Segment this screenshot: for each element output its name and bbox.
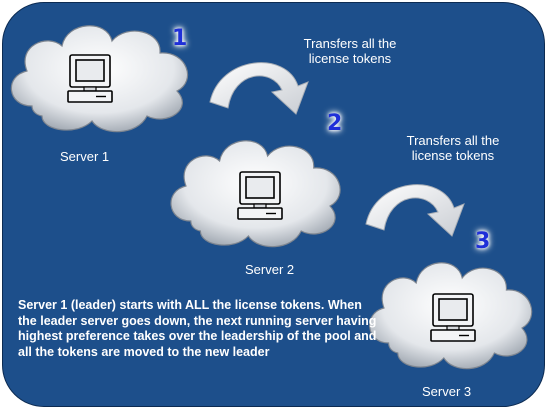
- description-text: Server 1 (leader) starts with ALL the li…: [18, 298, 377, 359]
- step-number-2: 2: [327, 111, 343, 136]
- transfer-arrow-1: [209, 62, 309, 115]
- server-1-cloud: [10, 25, 189, 133]
- transfer-label-1-line-2: license tokens: [308, 51, 392, 66]
- transfer-label-1: Transfers all the license tokens: [290, 36, 410, 66]
- curved-arrow-icon: [209, 62, 309, 115]
- step-number-3: 3: [475, 229, 491, 254]
- server-1-label: Server 1: [60, 149, 110, 164]
- computer-icon: [67, 54, 113, 103]
- transfer-label-2-line-2: license tokens: [411, 148, 495, 163]
- server-2-label: Server 2: [245, 262, 295, 277]
- transfer-label-2-line-1: Transfers all the: [406, 133, 500, 148]
- server-3-label: Server 3: [422, 384, 472, 399]
- server-2-cloud: [170, 140, 341, 248]
- server-3-cloud: [369, 262, 533, 370]
- transfer-label-1-line-1: Transfers all the: [303, 36, 397, 51]
- computer-icon: [237, 171, 283, 220]
- step-number-1: 1: [172, 26, 188, 51]
- computer-icon: [430, 293, 476, 342]
- transfer-arrow-2: [365, 184, 465, 237]
- transfer-label-2: Transfers all the license tokens: [393, 133, 513, 163]
- curved-arrow-icon: [365, 184, 465, 237]
